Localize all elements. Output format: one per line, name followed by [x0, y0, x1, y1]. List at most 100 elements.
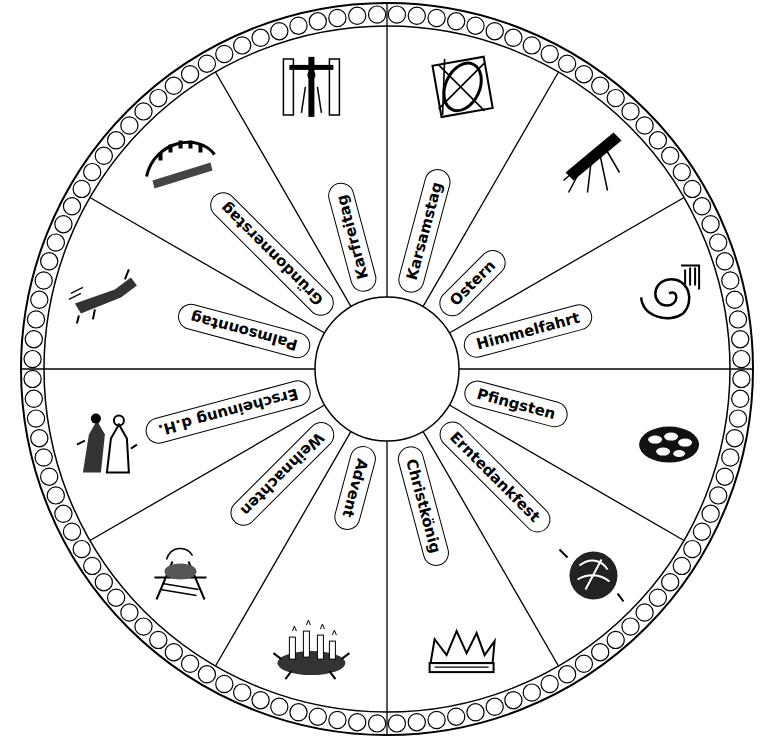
ring-dot [329, 9, 346, 26]
ring-dot [732, 390, 749, 407]
ring-dot [733, 370, 750, 387]
ring-dot [448, 708, 465, 725]
ring-dot [467, 704, 484, 721]
ring-dot [41, 253, 58, 270]
feast-label-pill: Ostern [434, 244, 511, 321]
ring-dot [722, 449, 739, 466]
ring-dot [684, 541, 701, 558]
segment-divider [386, 441, 387, 735]
ring-dot [388, 715, 405, 732]
ring-dot [702, 216, 719, 233]
ring-dot [252, 29, 269, 46]
ring-dot [135, 618, 152, 635]
ring-dot [722, 272, 739, 289]
ring-dot [649, 589, 666, 606]
feast-name: Gründonnerstag [217, 199, 327, 309]
ring-dot [47, 487, 64, 504]
ring-dot [622, 618, 639, 635]
ring-dot [150, 90, 167, 107]
ring-dot [150, 631, 167, 648]
feast-name: Palmsonntag [188, 308, 299, 354]
ring-dot [234, 37, 251, 54]
ring-dot [63, 198, 80, 215]
ring-dot [693, 198, 710, 215]
feast-illustration [639, 427, 699, 463]
ring-dot [121, 117, 138, 134]
ring-dot [135, 103, 152, 120]
ring-dot [329, 711, 346, 728]
ring-dot [108, 132, 125, 149]
ring-dot [182, 66, 199, 83]
ring-dot [349, 714, 366, 731]
ring-dot [198, 666, 215, 683]
ring-dot [108, 589, 125, 606]
ring-dot [24, 370, 41, 387]
ring-dot [290, 17, 307, 34]
feast-label-pill: Karsamstag [395, 166, 453, 295]
ring-dot [55, 216, 72, 233]
feast-label-pill: Karfreitag [325, 180, 379, 295]
ring-dot [523, 684, 540, 701]
ring-dot [662, 574, 679, 591]
ring-dot [27, 410, 44, 427]
ring-dot [408, 7, 425, 24]
feast-name: Erntedankfest [446, 428, 544, 526]
ring-dot [198, 55, 215, 72]
ring-dot [729, 410, 746, 427]
ring-dot [252, 692, 269, 709]
ring-dot [541, 675, 558, 692]
ring-dot [467, 17, 484, 34]
ring-dot [165, 77, 182, 94]
feast-name: Christkönig [402, 457, 444, 555]
ring-dot [622, 103, 639, 120]
feast-illustration [69, 269, 137, 323]
ring-dot [369, 715, 386, 732]
ring-dot [369, 6, 386, 23]
feast-name: Weihnachten [237, 428, 328, 519]
ring-dot [505, 29, 522, 46]
ring-dot [408, 714, 425, 731]
ring-dot [31, 430, 48, 447]
feast-illustration [77, 414, 137, 473]
ring-dot [428, 9, 445, 26]
ring-dot [693, 523, 710, 540]
feast-illustration [273, 620, 349, 679]
feast-label-pill: Weihnachten [225, 416, 340, 531]
ring-dot [73, 180, 90, 197]
feast-illustration [283, 57, 339, 117]
ring-dot [63, 523, 80, 540]
ring-dot [25, 390, 42, 407]
ring-dot [121, 604, 138, 621]
segment-divider [459, 368, 753, 369]
feast-label-pill: Erntedankfest [434, 416, 556, 538]
ring-dot [505, 692, 522, 709]
ring-dot [95, 147, 112, 164]
ring-dot [726, 291, 743, 308]
ring-dot [388, 6, 405, 23]
ring-dot [726, 430, 743, 447]
ring-dot [710, 487, 727, 504]
ring-dot [24, 351, 41, 368]
ring-dot [662, 147, 679, 164]
feast-name: Ostern [446, 256, 499, 309]
ring-dot [84, 557, 101, 574]
feast-name: Pfingsten [475, 384, 557, 422]
feast-name: Karfreitag [332, 193, 372, 281]
ring-dot [55, 505, 72, 522]
feast-label-pill: Advent [331, 443, 378, 533]
feast-label-pill: Christkönig [395, 443, 452, 568]
ring-dot [523, 37, 540, 54]
ring-dot [35, 272, 52, 289]
ring-dot [271, 698, 288, 715]
ring-dot [84, 164, 101, 181]
feast-name: Advent [339, 457, 372, 520]
feast-name: Erscheinung d.H. [156, 384, 300, 439]
feast-illustration [641, 265, 699, 318]
feast-illustration [155, 548, 207, 599]
ring-dot [575, 655, 592, 672]
ring-dot [559, 55, 576, 72]
ring-dot [448, 13, 465, 30]
ring-dot [733, 351, 750, 368]
